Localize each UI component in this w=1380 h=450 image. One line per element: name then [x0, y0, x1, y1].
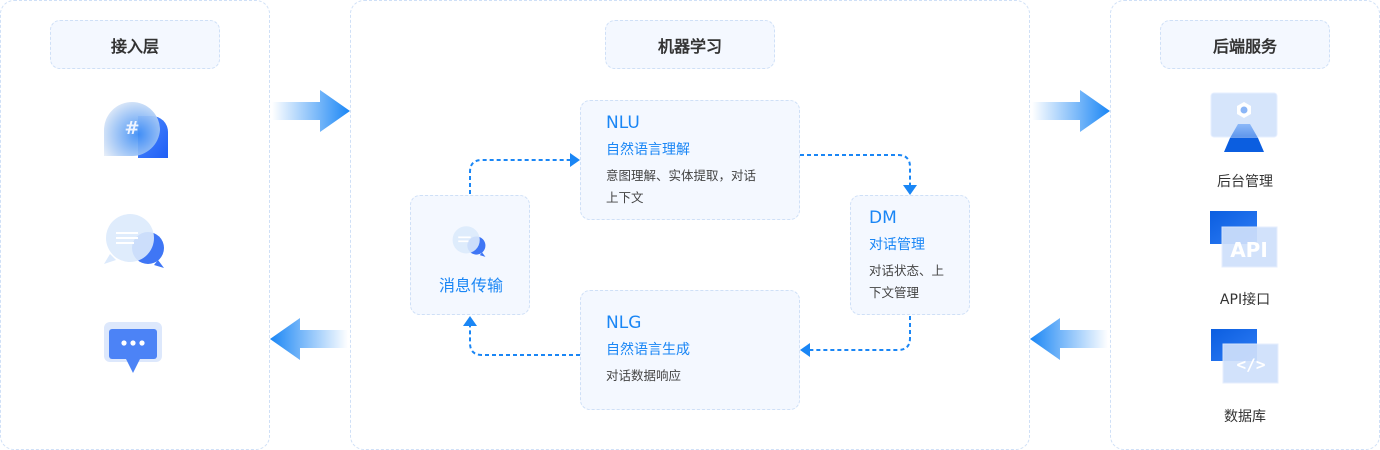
svg-text:</>: </>	[1237, 355, 1266, 374]
svg-text:#: #	[124, 118, 139, 139]
arrowhead-message	[463, 316, 477, 326]
dm-card[interactable]: DM 对话管理 对话状态、上 下文管理	[850, 195, 970, 315]
nlu-description-line1: 意图理解、实体提取，对话	[606, 168, 757, 183]
access-layer-title: 接入层	[50, 20, 220, 69]
nlu-full-name: 自然语言理解	[606, 142, 690, 158]
nlg-full-name: 自然语言生成	[606, 342, 690, 358]
chat-bubbles-icon	[100, 210, 170, 270]
arrow-ml-to-access	[270, 318, 348, 360]
connector-nlg-to-message	[469, 324, 580, 356]
backend-item-database-label: 数据库	[1224, 409, 1266, 425]
nlu-description-line2: 上下文	[606, 190, 644, 205]
connector-nlu-to-dm	[800, 154, 911, 186]
connector-message-to-nlu	[469, 159, 572, 194]
svg-text:API: API	[1230, 238, 1268, 262]
message-transfer-card[interactable]: 消息传输	[410, 195, 530, 315]
arrowhead-nlu	[570, 153, 580, 167]
nlg-card[interactable]: NLG 自然语言生成 对话数据响应	[580, 290, 800, 410]
code-database-icon: </>	[1211, 329, 1279, 385]
backend-item-api-label: API接口	[1219, 292, 1271, 308]
admin-monitor-icon	[1210, 92, 1278, 152]
arrowhead-nlg	[800, 343, 810, 357]
machine-learning-title: 机器学习	[605, 20, 775, 69]
chat-bubbles-icon	[449, 224, 489, 258]
arrow-access-to-ml	[272, 90, 350, 132]
arrow-ml-to-backend	[1032, 90, 1110, 132]
dm-abbr: DM	[869, 208, 897, 228]
backend-item-admin-label: 后台管理	[1217, 174, 1273, 190]
hashtag-chat-icon: #	[100, 100, 170, 160]
api-icon: API	[1210, 211, 1278, 269]
dm-description-line2: 下文管理	[869, 285, 920, 300]
backend-title: 后端服务	[1160, 20, 1330, 69]
arrowhead-dm	[903, 185, 917, 195]
arrow-backend-to-ml	[1030, 318, 1108, 360]
message-transfer-label: 消息传输	[438, 276, 503, 295]
connector-dm-to-nlg	[810, 316, 911, 351]
nlg-description-line1: 对话数据响应	[606, 368, 682, 383]
dm-description-line1: 对话状态、上	[869, 263, 945, 278]
dm-full-name: 对话管理	[869, 237, 925, 253]
nlu-abbr: NLU	[606, 113, 640, 133]
nlg-abbr: NLG	[606, 313, 642, 333]
nlu-card[interactable]: NLU 自然语言理解 意图理解、实体提取，对话 上下文	[580, 100, 800, 220]
message-dots-icon	[104, 322, 164, 378]
